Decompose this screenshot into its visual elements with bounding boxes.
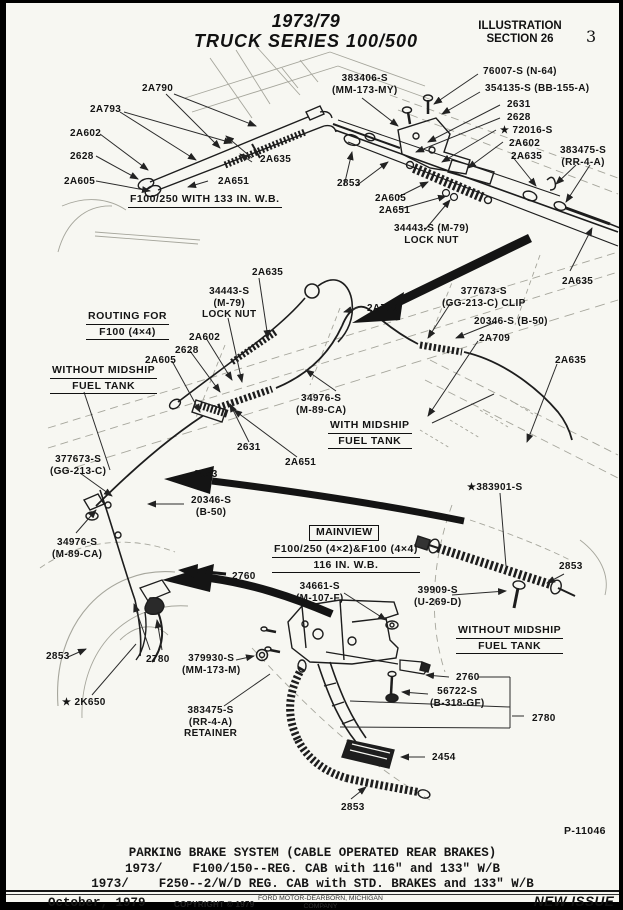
diagram-artwork [39,44,619,801]
footer-caption: PARKING BRAKE SYSTEM (CABLE OPERATED REA… [6,846,619,893]
part-label: F100/250 (4×2)&F100 (4×4)116 IN. W.B. [272,543,420,575]
part-label: 34443-S(M-79)LOCK NUT [202,286,257,320]
new-issue-stamp: NEW ISSUE [534,894,615,909]
part-label: 354135-S (BB-155-A) [485,83,590,94]
part-label: 2A602 [509,138,541,149]
page-number: 3 [586,27,597,46]
part-label: 2A635 [252,267,284,278]
part-label: 2853 [46,651,70,662]
company-line1: FORD MOTOR-DEARBORN, MICHIGAN [258,895,383,902]
frame-sketch [39,44,619,801]
illustration-section-heading: ILLUSTRATION SECTION 26 [468,20,572,46]
copyright-notice: COPYRIGHT © 1979 [174,900,255,909]
page-title: 1973/79 TRUCK SERIES 100/500 [156,11,456,51]
part-label: 383475-S(RR-4-A)RETAINER [184,705,238,739]
part-label: F100/250 WITH 133 IN. W.B. [128,193,282,210]
part-label: 2780 [146,654,170,665]
part-label: 2A605 [375,193,407,204]
cable-artwork [82,94,619,799]
part-label: 377673-S(GG-213-C) CLIP [442,286,526,309]
part-label: 2631 [507,99,531,110]
part-label: 2A651 [285,457,317,468]
part-label: 2A635 [260,154,292,165]
part-label: 2853 [341,802,365,813]
title-line1: 1973/79 [271,11,341,31]
illustration-page: 1973/79 TRUCK SERIES 100/500 ILLUSTRATIO… [6,3,619,910]
part-label: 56722-S(B-318-GF) [430,686,485,709]
footer-line2: 1973/ F100/150--REG. CAB with 116" and 1… [124,861,501,876]
part-label: 2A635 [555,355,587,366]
footer-rule-thick [6,890,619,892]
part-label: 2760 [456,672,480,683]
part-label: P-11046 [564,825,606,837]
part-label: 2628 [175,345,199,356]
part-label: 2A635 [562,276,594,287]
footer-line3: 1973/ F250--2/W/D REG. CAB with STD. BRA… [91,877,534,891]
part-label: MAINVIEW [309,525,380,541]
part-label: 2628 [70,151,94,162]
part-label: 383406-S(MM-173-MY) [332,73,398,96]
part-label: 383475-S(RR-4-A) [560,145,607,168]
footer-rule-thin [6,894,619,895]
part-label: ★ 2K650 [62,697,106,708]
part-label: 2A605 [64,176,96,187]
section-label: SECTION 26 [486,33,554,45]
part-label: 34661-S(M-107-F) [296,581,344,604]
part-label: ★ 72016-S [500,125,553,136]
part-label: 2A709 [479,333,511,344]
part-label: 2A651 [379,205,411,216]
issue-date: October, 1979 [48,896,146,910]
part-label: 20346-S(B-50) [191,495,232,518]
part-label: 76007-S (N-64) [483,66,557,77]
title-line2: TRUCK SERIES 100/500 [193,31,419,51]
part-label: ★383901-S [467,482,523,493]
part-label: 34976-S(M-89-CA) [52,537,103,560]
part-label: 2760 [232,571,256,582]
part-label: 2A602 [189,332,221,343]
part-label: 379930-S(MM-173-M) [182,653,241,676]
part-label: 2A651 [218,176,250,187]
part-label: 20346-S (B-50) [474,316,548,327]
part-label: 2853 [337,178,361,189]
part-label: 2628 [507,112,531,123]
illustration-label: ILLUSTRATION [478,20,562,32]
footer-title: PARKING BRAKE SYSTEM (CABLE OPERATED REA… [128,846,497,860]
part-label: 2A790 [142,83,174,94]
leader-lines [67,73,593,800]
part-label: 34976-S(M-89-CA) [296,393,347,416]
part-label: 2454 [432,752,456,763]
part-label: 2A635 [511,151,543,162]
part-label: 377673-S(GG-213-C) [50,454,107,477]
part-label: 34443-S (M-79)LOCK NUT [394,223,469,246]
part-label: 2631 [237,442,261,453]
part-label: 2853 [559,561,583,572]
company-line2: COMPANY [303,902,338,910]
part-label: 2780 [532,713,556,724]
part-label: 2A709 [367,303,399,314]
part-label: 39909-S(U-269-D) [414,585,462,608]
part-label: 2A605 [145,355,177,366]
part-label: 2853 [194,469,218,480]
part-label: 2A602 [70,128,102,139]
black-arrows [162,233,532,618]
company-name: FORD MOTOR-DEARBORN, MICHIGAN COMPANY [258,895,383,910]
part-label: 2A793 [90,104,122,115]
